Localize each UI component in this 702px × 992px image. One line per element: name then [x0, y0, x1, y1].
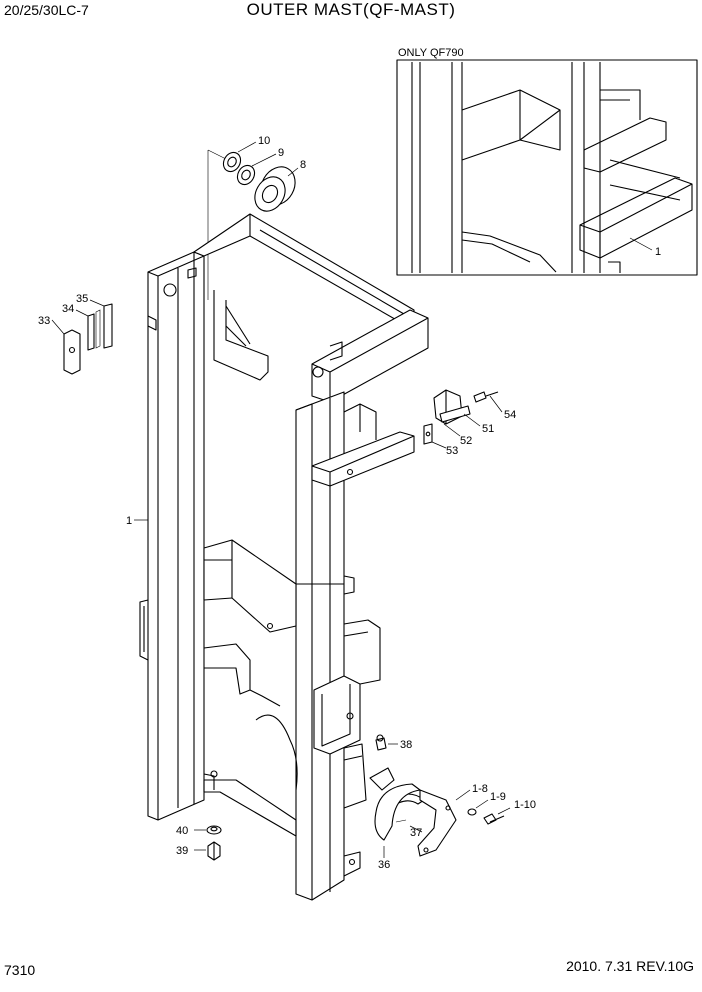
callout-34: 34: [62, 303, 74, 315]
callout-51: 51: [482, 423, 494, 435]
callout-1-10: 1-10: [514, 799, 536, 811]
page-title: OUTER MAST(QF-MAST): [246, 0, 456, 19]
inset-frame: [396, 59, 698, 276]
inset-caption: ONLY QF790: [398, 47, 464, 59]
callout-1-9: 1-9: [490, 791, 506, 803]
clamp-51-54: 54 51 52 53: [423, 389, 516, 457]
callout-35: 35: [76, 293, 88, 305]
callout-39: 39: [176, 845, 188, 857]
revision-date: 2010. 7.31 REV.10G: [566, 958, 694, 974]
callout-1: 1: [126, 515, 132, 527]
callout-53: 53: [446, 445, 458, 457]
inset-callout-1: 1: [655, 246, 661, 258]
callout-54: 54: [504, 409, 516, 421]
callout-37: 37: [410, 827, 422, 839]
callout-1-8: 1-8: [472, 783, 488, 795]
bearing-group: 10 9 8: [207, 135, 306, 300]
inset-qf790: ONLY QF790 1: [396, 47, 698, 276]
callout-40: 40: [176, 825, 188, 837]
page-number: 7310: [4, 962, 36, 978]
callout-38: 38: [400, 739, 412, 751]
callout-33: 33: [38, 315, 50, 327]
bracket-33-35: 33 34 35: [38, 293, 113, 375]
callout-52: 52: [460, 435, 472, 447]
callout-9: 9: [278, 147, 284, 159]
callout-8: 8: [300, 159, 306, 171]
bearing-cap: 1-8 1-9 1-10 37 36: [369, 767, 536, 871]
outer-mast: 1: [126, 213, 429, 901]
model-code: 20/25/30LC-7: [4, 2, 89, 18]
fitting-38: 38: [375, 734, 412, 751]
nut-group: 40 39: [176, 825, 222, 861]
callout-10: 10: [258, 135, 270, 147]
callout-36: 36: [378, 859, 390, 871]
